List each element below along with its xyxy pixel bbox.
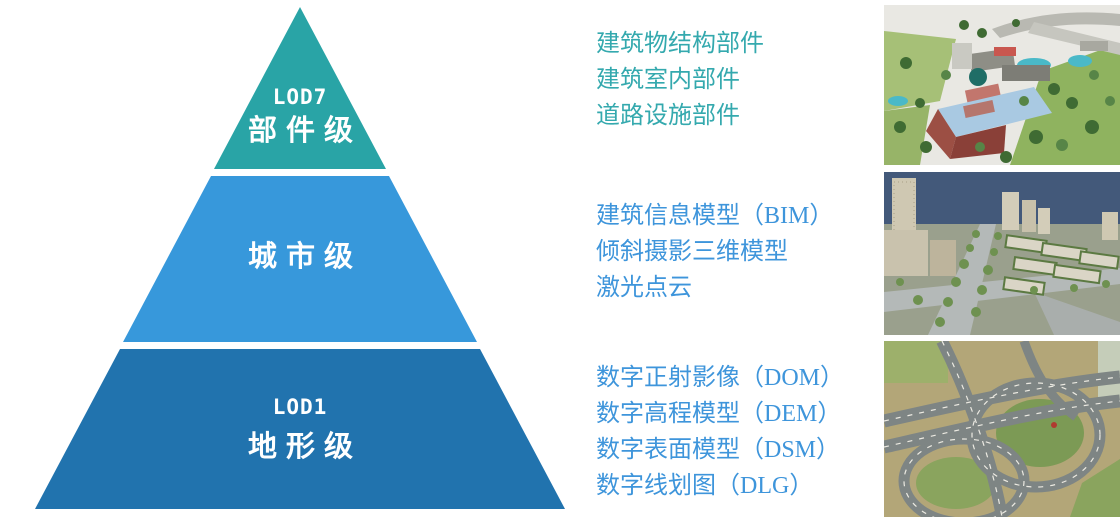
pyramid-level-terrain (35, 349, 565, 509)
photo-graphic (884, 341, 1120, 517)
city-level-oblique-photography-model-photo (884, 172, 1120, 335)
lod-pyramid-diagram: LOD7 部件级 城市级 LOD1 地形级 (35, 7, 565, 509)
list-item: 数字表面模型（DSM） (596, 437, 841, 463)
terrain-level-aerial-interchange-photo (884, 341, 1120, 517)
list-item: 数字高程模型（DEM） (596, 401, 842, 427)
list-item: 建筑信息模型（BIM） (596, 203, 834, 229)
list-item: 建筑物结构部件 (596, 31, 764, 57)
list-item: 道路设施部件 (596, 103, 740, 129)
terrain-level-item-list: 数字正射影像（DOM） 数字高程模型（DEM） 数字表面模型（DSM） 数字线划… (596, 360, 896, 504)
pyramid-level-city-label: 城市级 (248, 239, 362, 273)
component-level-3d-building-model-photo (884, 5, 1120, 165)
photo-graphic (884, 172, 1120, 335)
pyramid-level-terrain-code: LOD1 (273, 395, 328, 419)
list-item: 激光点云 (596, 275, 692, 301)
pyramid-level-terrain-label: 地形级 (248, 430, 362, 463)
photo-graphic (884, 5, 1120, 165)
pyramid-level-component-label: 部件级 (248, 113, 362, 147)
list-item: 数字正射影像（DOM） (596, 365, 845, 391)
pyramid-level-component (214, 7, 386, 169)
list-item: 数字线划图（DLG） (596, 473, 814, 499)
list-item: 建筑室内部件 (596, 67, 740, 93)
pyramid-level-component-code: LOD7 (273, 85, 328, 109)
component-level-item-list: 建筑物结构部件 建筑室内部件 道路设施部件 (596, 26, 896, 134)
city-level-item-list: 建筑信息模型（BIM） 倾斜摄影三维模型 激光点云 (596, 198, 896, 306)
list-item: 倾斜摄影三维模型 (596, 239, 788, 265)
pyramid-level-city (123, 176, 477, 342)
